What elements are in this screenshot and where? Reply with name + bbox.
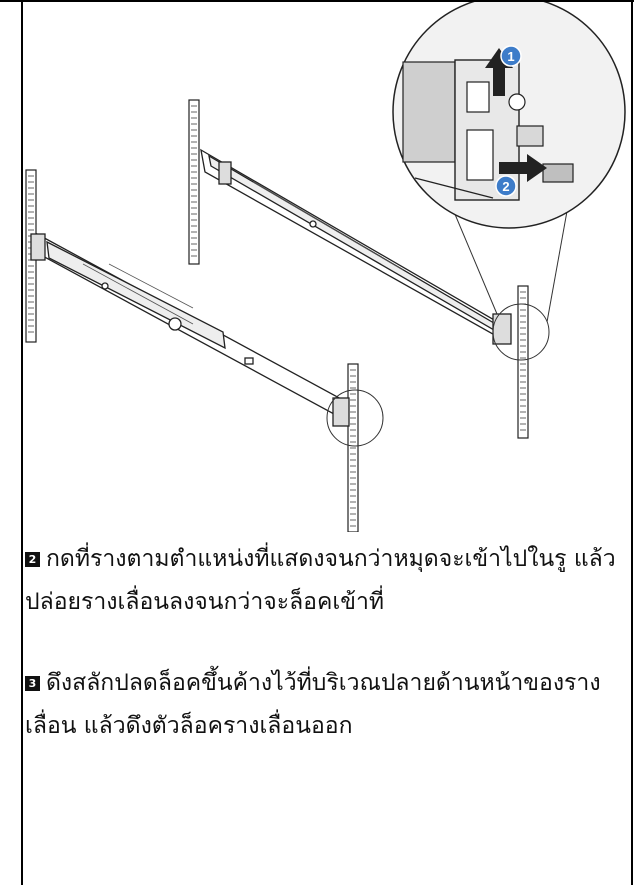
callout-1-label: 1 [507, 49, 514, 64]
step-text: กดที่รางตามตำแหน่งที่แสดงจนกว่าหมุดจะเข้… [25, 546, 616, 615]
magnified-latch-inset: 1 2 [392, 2, 626, 229]
rack-post-rear-right [517, 285, 529, 439]
rail-installation-illustration: 1 2 [25, 2, 626, 532]
step-number-badge: 3 [25, 676, 40, 691]
rack-post-front-right [347, 363, 359, 532]
step-text: ดึงสลักปลดล็อคขึ้นค้างไว้ที่บริเวณปลายด้… [25, 670, 601, 739]
step-number-badge: 2 [25, 552, 40, 567]
frame-border-top [0, 0, 634, 2]
detail-circle-front [326, 389, 384, 447]
detail-circle-rear [492, 303, 550, 361]
callout-2-label: 2 [502, 179, 509, 194]
rail-lower [30, 232, 350, 427]
rack-post-rear-left [188, 99, 200, 265]
callout-1-icon [500, 45, 522, 67]
arrow-right-icon [499, 154, 547, 182]
rail-upper [200, 148, 512, 345]
frame-border-right [631, 0, 633, 885]
callout-2-icon [495, 175, 517, 197]
frame-border-left [21, 0, 23, 885]
